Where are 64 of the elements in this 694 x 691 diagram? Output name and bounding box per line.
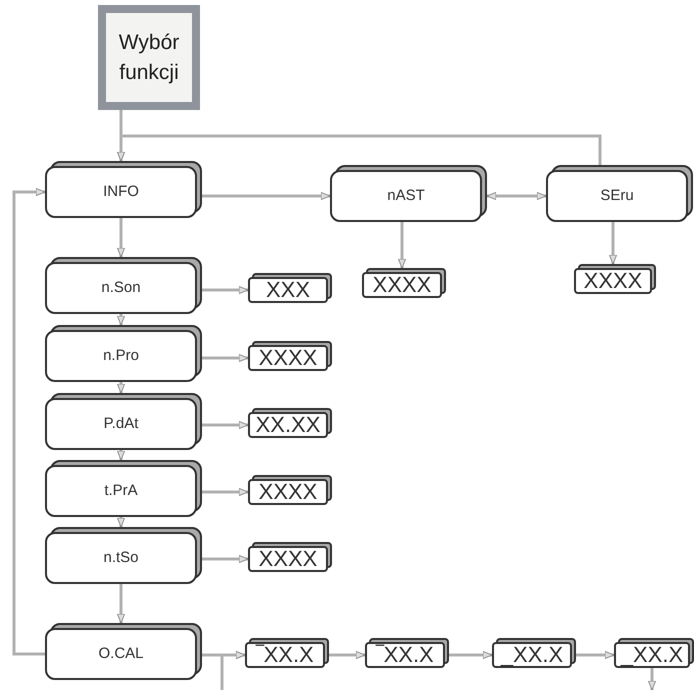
arrow (116, 314, 126, 326)
value-display-box (248, 273, 332, 303)
node-label: n.Pro (103, 346, 139, 366)
menu-item-box (45, 393, 202, 450)
node-label: XXXX (584, 270, 642, 292)
value-display-box (248, 475, 332, 505)
node-label: _XX.X (620, 644, 684, 666)
node-label: Wybór funkcji (118, 30, 180, 86)
menu-item-box (45, 460, 202, 517)
node-label: P.dAt (104, 414, 138, 434)
arrow (116, 134, 602, 165)
node-label: ‾XX.X (376, 644, 434, 666)
value-display-box (614, 638, 694, 668)
node-label: XXXX (258, 481, 318, 503)
function-select-box (98, 5, 200, 110)
arrow (329, 650, 366, 660)
value-display-box (362, 268, 446, 298)
menu-item-box (45, 325, 202, 382)
arrow (116, 584, 126, 624)
menu-item-box (546, 165, 693, 222)
value-display-box (248, 408, 332, 438)
value-display-box (365, 638, 449, 668)
arrow (202, 354, 248, 362)
menu-item-box (45, 623, 202, 680)
arrow (202, 420, 248, 430)
arrow (202, 192, 330, 200)
arrow (648, 668, 656, 690)
value-display-box (245, 638, 329, 668)
arrow (116, 450, 126, 460)
node-label: INFO (103, 182, 139, 202)
arrow (486, 192, 546, 200)
node-label: XXXX (372, 274, 432, 296)
arrow (576, 650, 614, 660)
node-label: SEru (600, 186, 634, 206)
arrow (116, 218, 126, 258)
arrow (449, 650, 492, 660)
arrow (202, 554, 248, 564)
value-display-box (248, 542, 332, 572)
arrow (608, 222, 618, 264)
node-label: n.Son (101, 278, 141, 298)
value-display-box (492, 638, 576, 668)
arrow (398, 222, 406, 268)
node-label: n.tSo (103, 548, 139, 568)
node-label: nAST (387, 186, 425, 206)
node-label: ‾XX.X (256, 644, 314, 666)
menu-item-box (45, 257, 202, 314)
arrow (202, 286, 248, 294)
arrow (202, 488, 248, 496)
arrow (116, 517, 126, 528)
node-label: t.PrA (104, 480, 138, 501)
arrow (116, 382, 126, 394)
node-label: XXXX (258, 347, 318, 369)
node-label: _XX.X (500, 644, 564, 666)
menu-item-box (330, 165, 487, 222)
arrow (12, 188, 46, 656)
menu-item-box (45, 161, 202, 218)
value-display-box (248, 341, 332, 371)
node-label: O.CAL (98, 644, 144, 664)
node-label: XXXX (258, 548, 318, 570)
node-label: XXX (266, 279, 310, 301)
value-display-box (574, 264, 656, 294)
menu-item-box (45, 527, 202, 584)
node-label: XX.XX (256, 414, 320, 436)
arrow (220, 650, 246, 690)
